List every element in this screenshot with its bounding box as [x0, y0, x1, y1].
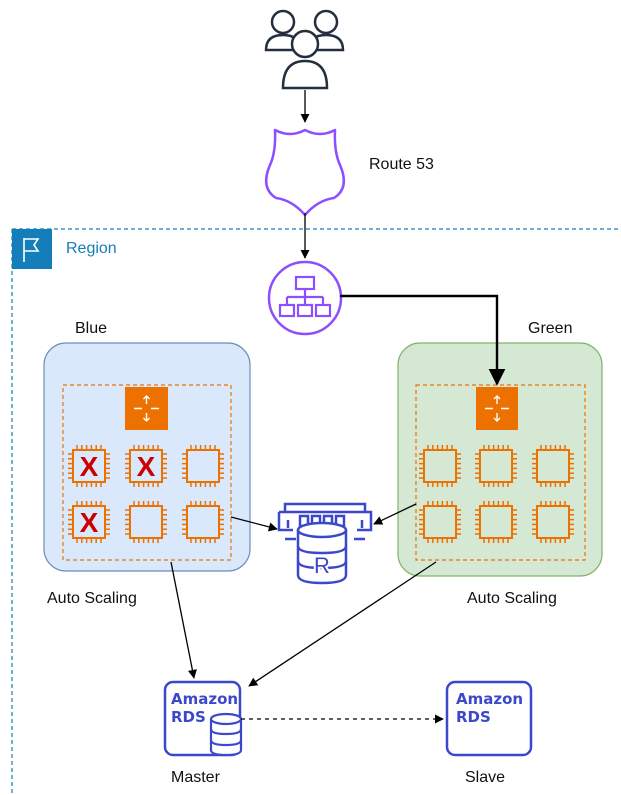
rds-slave-line2: RDS: [456, 708, 491, 726]
auto-scaling-label-blue: Auto Scaling: [47, 590, 137, 607]
router-icon: [476, 387, 518, 430]
ec2-instance-icon: [532, 445, 574, 487]
ec2-instance-icon: X: [68, 445, 110, 487]
rds-master-line2: RDS: [171, 708, 206, 726]
blue-label: Blue: [75, 320, 108, 337]
connectors: [170, 90, 506, 724]
users-icon: [264, 9, 345, 90]
green-label: Green: [528, 320, 573, 337]
ec2-instance-icon: [419, 445, 461, 487]
elasticache-icon: [277, 502, 373, 585]
failed-instance-mark: X: [80, 451, 99, 482]
ec2-instance-icon: [475, 445, 517, 487]
router-icon: [125, 387, 168, 430]
failed-instance-mark: X: [80, 507, 99, 538]
route53-icon: [264, 128, 346, 217]
ec2-instance-icon: [532, 501, 574, 543]
region-group: [11, 228, 621, 795]
ec2-instance-icon: [182, 501, 224, 543]
ec2-instance-icon: [125, 501, 167, 543]
auto-scaling-label-green: Auto Scaling: [467, 590, 557, 607]
master-label: Master: [171, 769, 220, 786]
route53-label: Route 53: [369, 156, 434, 173]
region-label: Region: [66, 240, 117, 257]
rds-slave-line1: Amazon: [456, 690, 523, 708]
blue-auto-scaling-group: [43, 342, 251, 572]
ec2-instance-icon: [475, 501, 517, 543]
ec2-instance-icon: [182, 445, 224, 487]
ec2-instance-icon: [419, 501, 461, 543]
cache-letter: R: [314, 553, 330, 578]
ec2-instance-icon: X: [68, 501, 110, 543]
slave-label: Slave: [465, 769, 506, 786]
green-to-cache-arrow: [373, 503, 417, 525]
ec2-instance-icon: X: [125, 445, 167, 487]
lb-to-green-arrow: [340, 294, 506, 386]
failed-instance-mark: X: [137, 451, 156, 482]
load-balancer-icon: [267, 260, 343, 336]
rds-slave-icon: Amazon RDS: [445, 680, 533, 757]
rds-master-line1: Amazon: [171, 690, 238, 708]
rds-master-icon: Amazon RDS: [163, 680, 243, 757]
blue-to-master-arrow: [170, 561, 197, 679]
region-flag-icon: [12, 229, 52, 269]
green-to-master-arrow: [248, 561, 437, 687]
blue-to-cache-arrow: [230, 516, 278, 532]
